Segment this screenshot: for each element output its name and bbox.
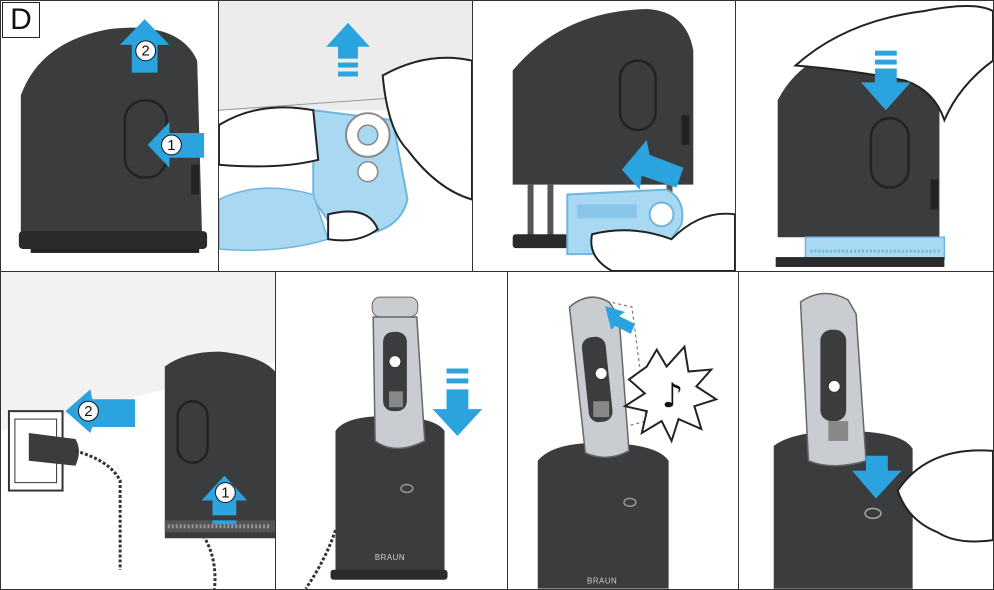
plug-in-illustration: 2 1 [1,272,275,589]
shaver [801,294,866,466]
inserted-cartridge [805,237,944,259]
arrow-down-icon [433,369,483,436]
station-base [19,231,207,249]
step-badge-1: 1 [221,486,229,502]
panel-open-station: 2 1 [0,0,219,272]
insert-cartridge-illustration [473,1,735,271]
panel-plug-in: 2 1 [0,271,276,590]
panel-insert-cartridge [472,0,736,272]
power-cord [75,451,120,570]
power-plug [29,433,79,466]
step-badge-1: 1 [167,138,175,154]
power-button [595,368,607,380]
station-body [538,443,669,589]
close-lid-illustration [736,1,993,271]
panel-press-start [738,271,994,590]
step-badge-2: 2 [84,404,92,420]
shaver-click-illustration: BRAUN ♪ [508,272,738,589]
section-label: D [2,2,40,38]
sound-note: ♪ [662,376,684,415]
step-badge-2: 2 [142,44,150,60]
brand-logo: BRAUN [587,577,617,586]
shaver [372,297,425,448]
remove-seal-illustration [219,1,472,271]
brand-logo: BRAUN [375,553,405,562]
open-station-illustration: 2 1 [1,1,218,271]
panel-insert-shaver: BRAUN [275,271,508,590]
left-hand [219,107,318,166]
power-button [828,380,840,392]
power-button [389,356,401,368]
panel-shaver-click: BRAUN ♪ [507,271,739,590]
panel-close-lid [735,0,994,272]
panel-remove-seal [218,0,473,272]
press-start-illustration [739,272,993,589]
insert-shaver-illustration: BRAUN [276,272,507,589]
station-body [513,9,694,185]
